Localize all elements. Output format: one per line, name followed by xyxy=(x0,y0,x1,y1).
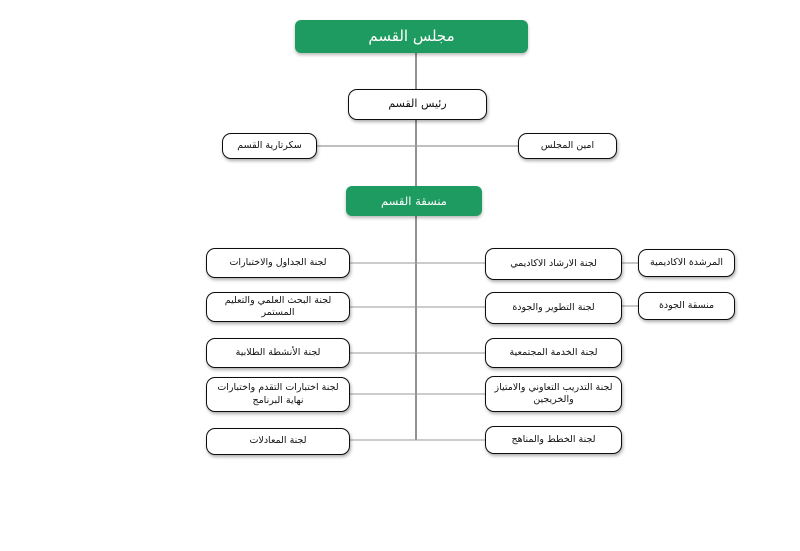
right-committee-box-coop-training-alumni: لجنة التدريب التعاوني والامتياز والخريجي… xyxy=(485,376,622,412)
secretary-box: سكرتارية القسم xyxy=(222,133,317,159)
left-committee-box-student-activities: لجنة الأنشطة الطلابية xyxy=(206,338,350,368)
council-box: مجلس القسم xyxy=(295,20,528,53)
left-committee-box-research-continuing-education: لجنة البحث العلمي والتعليم المستمر xyxy=(206,292,350,322)
left-committee-box-progress-final-exams: لجنة اختبارات التقدم واختبارات نهاية الب… xyxy=(206,377,350,412)
right-committee-box-community-service: لجنة الخدمة المجتمعية xyxy=(485,338,622,368)
right-committee-box-plans-curricula: لجنة الخطط والمناهج xyxy=(485,426,622,454)
left-committee-box-equivalencies: لجنة المعادلات xyxy=(206,428,350,455)
right-committee-box-development-quality: لجنة التطوير والجودة xyxy=(485,292,622,324)
side-role-box-quality-coordinator: منسقة الجودة xyxy=(638,292,735,320)
coordinator-box: منسقة القسم xyxy=(346,186,482,216)
side-role-box-academic-advisor: المرشدة الاكاديمية xyxy=(638,249,735,277)
council-secretary-box: امين المجلس xyxy=(518,133,617,159)
right-committee-box-academic-advising: لجنة الارشاد الاكاديمي xyxy=(485,248,622,280)
head-box: رئيس القسم xyxy=(348,89,487,120)
left-committee-box-schedules-exams: لجنة الجداول والاختبارات xyxy=(206,248,350,278)
